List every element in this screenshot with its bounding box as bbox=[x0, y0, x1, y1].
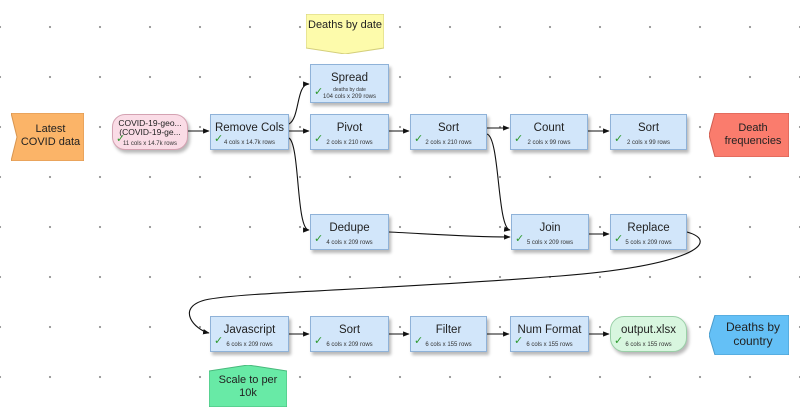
node-input-covid-data[interactable]: COVID-19-geo... (COVID-19-ge... 11 cols … bbox=[112, 114, 188, 150]
edge-dedupe-join bbox=[388, 231, 511, 240]
node-title: Spread bbox=[330, 72, 369, 84]
edge-remove-spread bbox=[288, 81, 310, 125]
check-icon: ✓ bbox=[514, 335, 524, 347]
note-scale-per-10k-text: Scale to per 10k bbox=[218, 374, 278, 399]
note-shape bbox=[11, 113, 84, 161]
node-replace[interactable]: Replace 5 cols x 209 rows ✓ bbox=[610, 214, 687, 250]
node-info: 2 cols x 210 rows bbox=[425, 140, 472, 146]
node-title: Replace bbox=[627, 222, 670, 234]
node-javascript[interactable]: Javascript 6 cols x 209 rows ✓ bbox=[210, 316, 289, 352]
check-icon: ✓ bbox=[614, 233, 624, 245]
node-sort-2[interactable]: Sort 2 cols x 99 rows ✓ bbox=[610, 114, 687, 150]
node-title: Count bbox=[533, 122, 565, 134]
node-sort-1[interactable]: Sort 2 cols x 210 rows ✓ bbox=[410, 114, 487, 150]
edge-sort-join bbox=[486, 133, 511, 232]
check-icon: ✓ bbox=[414, 335, 424, 347]
note-death-frequencies-text: Death frequencies bbox=[724, 122, 782, 147]
node-title: Filter bbox=[435, 324, 462, 336]
node-title: Sort bbox=[338, 324, 361, 336]
note-shape bbox=[306, 14, 384, 54]
note-latest-covid[interactable]: Latest COVID data bbox=[11, 113, 84, 161]
node-title: Sort bbox=[637, 122, 660, 134]
note-deaths-by-date-text: Deaths by date bbox=[308, 19, 382, 31]
node-spread[interactable]: Spread deaths by date 104 cols x 209 row… bbox=[310, 64, 389, 103]
node-info: 2 cols x 210 rows bbox=[326, 140, 373, 146]
check-icon: ✓ bbox=[214, 133, 224, 145]
node-num-format[interactable]: Num Format 6 cols x 155 rows ✓ bbox=[510, 316, 589, 352]
node-info: 6 cols x 155 rows bbox=[425, 342, 472, 348]
node-sort-3[interactable]: Sort 6 cols x 209 rows ✓ bbox=[310, 316, 389, 352]
node-title: Join bbox=[539, 222, 561, 234]
node-count[interactable]: Count 2 cols x 99 rows ✓ bbox=[510, 114, 588, 150]
node-output-xlsx[interactable]: output.xlsx 6 cols x 155 rows ✓ bbox=[610, 316, 687, 352]
node-title: Pivot bbox=[336, 122, 363, 134]
node-remove-cols[interactable]: Remove Cols 4 cols x 14.7k rows ✓ bbox=[210, 114, 289, 150]
check-icon: ✓ bbox=[214, 335, 224, 347]
note-shape bbox=[709, 315, 789, 355]
node-filter[interactable]: Filter 6 cols x 155 rows ✓ bbox=[410, 316, 487, 352]
node-dedupe[interactable]: Dedupe 4 cols x 209 rows ✓ bbox=[310, 214, 389, 250]
node-title: Sort bbox=[437, 122, 460, 134]
node-info: 6 cols x 155 rows bbox=[625, 342, 672, 348]
node-info: 104 cols x 209 rows bbox=[322, 94, 377, 100]
node-input-filename: COVID-19-geo... bbox=[118, 118, 182, 128]
note-shape bbox=[709, 113, 789, 157]
note-deaths-by-country[interactable]: Deaths by country bbox=[709, 315, 789, 355]
check-icon: ✓ bbox=[314, 233, 324, 245]
node-input-sheet: (COVID-19-ge... bbox=[119, 127, 181, 137]
node-info: 5 cols x 209 rows bbox=[526, 240, 574, 246]
note-death-frequencies[interactable]: Death frequencies bbox=[709, 113, 789, 157]
node-info: 4 cols x 209 rows bbox=[326, 240, 373, 246]
node-info: 2 cols x 99 rows bbox=[527, 140, 571, 146]
note-shape bbox=[209, 365, 287, 407]
node-title: Num Format bbox=[517, 324, 582, 336]
check-icon: ✓ bbox=[514, 133, 524, 145]
node-join[interactable]: Join 5 cols x 209 rows ✓ bbox=[511, 214, 589, 250]
node-title: Dedupe bbox=[329, 222, 370, 234]
check-icon: ✓ bbox=[515, 233, 525, 245]
edge-remove-dedupe bbox=[288, 137, 310, 233]
node-info: 6 cols x 209 rows bbox=[226, 342, 273, 348]
note-latest-covid-text: Latest COVID data bbox=[20, 123, 81, 148]
node-subtitle: deaths by date bbox=[333, 87, 366, 93]
check-icon: ✓ bbox=[614, 133, 624, 145]
note-scale-per-10k[interactable]: Scale to per 10k bbox=[209, 365, 287, 407]
node-title: output.xlsx bbox=[621, 324, 676, 336]
node-info: 4 cols x 14.7k rows bbox=[223, 140, 276, 146]
node-info: 2 cols x 99 rows bbox=[626, 140, 671, 146]
check-icon: ✓ bbox=[614, 335, 624, 347]
node-title: Javascript bbox=[223, 324, 276, 336]
node-info: 6 cols x 209 rows bbox=[326, 342, 373, 348]
check-icon: ✓ bbox=[116, 133, 126, 145]
node-info: 5 cols x 209 rows bbox=[625, 240, 672, 246]
check-icon: ✓ bbox=[314, 335, 324, 347]
check-icon: ✓ bbox=[314, 86, 324, 98]
node-info: 6 cols x 155 rows bbox=[526, 342, 573, 348]
check-icon: ✓ bbox=[414, 133, 424, 145]
node-pivot[interactable]: Pivot 2 cols x 210 rows ✓ bbox=[310, 114, 389, 150]
check-icon: ✓ bbox=[314, 133, 324, 145]
note-deaths-by-country-text: Deaths by country bbox=[725, 320, 781, 348]
node-input-info: 11 cols x 14.7k rows bbox=[123, 141, 177, 147]
note-deaths-by-date[interactable]: Deaths by date bbox=[306, 14, 384, 54]
node-title: Remove Cols bbox=[214, 122, 285, 134]
